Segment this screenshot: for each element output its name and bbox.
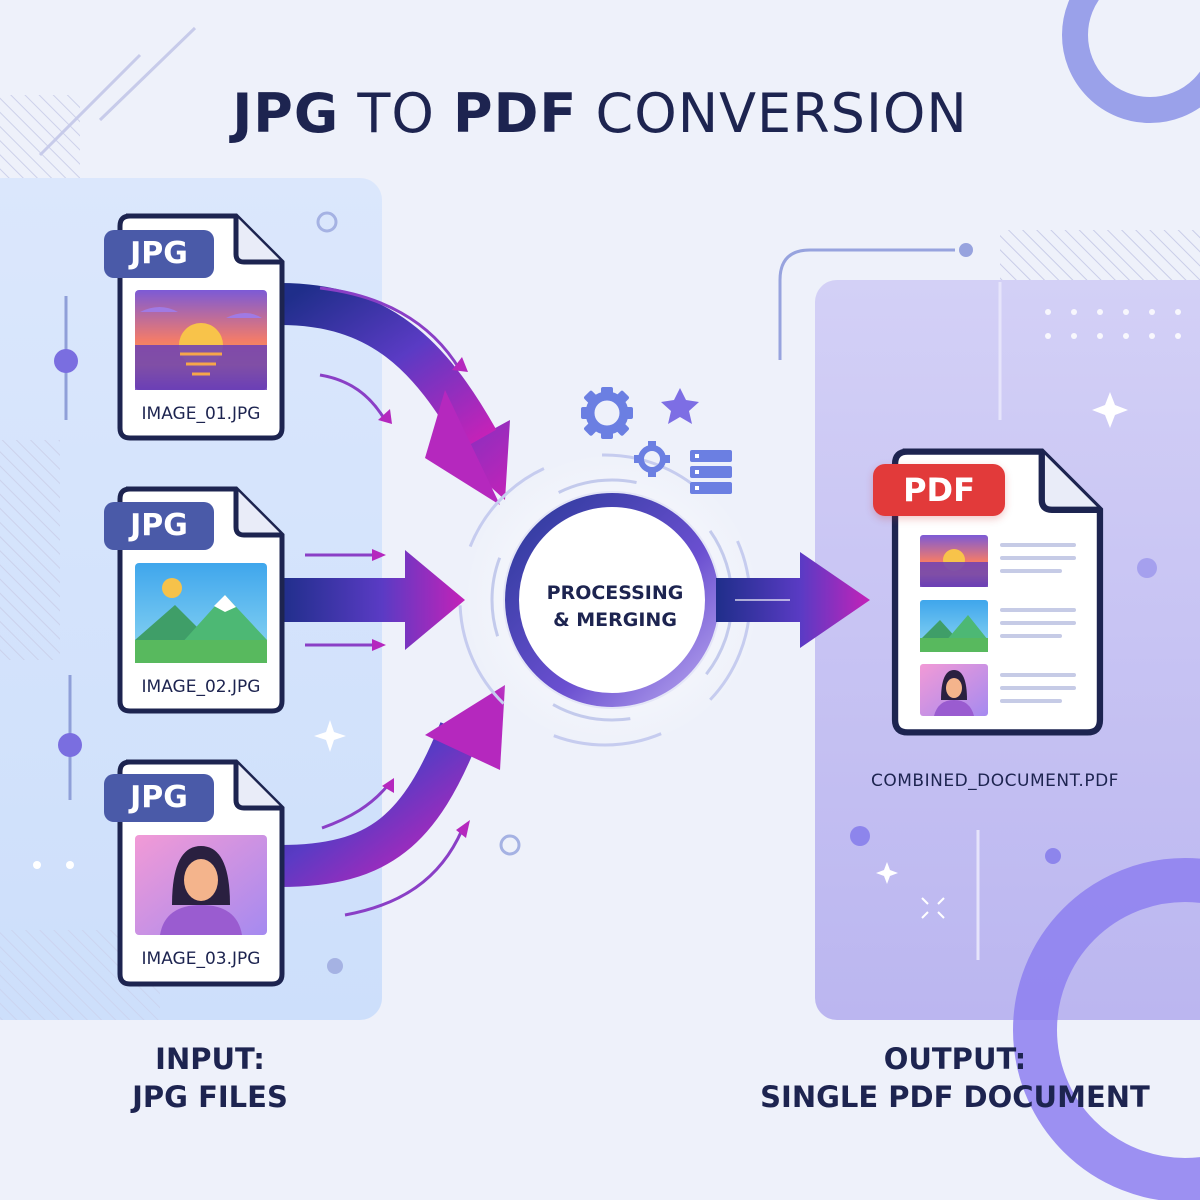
input-arrows (279, 283, 510, 917)
title-part-conversion: CONVERSION (577, 82, 968, 145)
title-part-pdf: PDF (453, 82, 578, 145)
processing-label: PROCESSING & MERGING (520, 580, 710, 634)
arrow-from-image-03 (279, 722, 480, 887)
output-document (895, 452, 1100, 733)
input-caption-line2: JPG FILES (132, 1080, 288, 1114)
sunset-image-icon (135, 290, 267, 390)
filename-02: IMAGE_02.JPG (141, 677, 261, 697)
jpg-tag-02: JPG (104, 502, 214, 550)
star-icon (661, 388, 699, 424)
pdf-text-lines (1000, 543, 1076, 703)
server-icon (690, 450, 732, 494)
input-caption-line1: INPUT: (155, 1042, 265, 1076)
pdf-page-thumbnails (920, 535, 988, 716)
jpg-tag-03: JPG (104, 774, 214, 822)
filename-03: IMAGE_03.JPG (141, 949, 261, 969)
arrow-to-pdf (716, 552, 870, 648)
output-caption-line2: SINGLE PDF DOCUMENT (760, 1080, 1150, 1114)
person-portrait-icon (135, 835, 267, 935)
output-caption: OUTPUT: SINGLE PDF DOCUMENT (730, 1040, 1180, 1116)
decor-dot (499, 834, 521, 856)
input-document-03 (120, 762, 282, 984)
processing-node (458, 450, 762, 750)
output-panel-decorations (778, 243, 1200, 1200)
processing-label-line2: & MERGING (553, 609, 677, 631)
jpg-tag-01: JPG (104, 230, 214, 278)
input-document-02 (120, 489, 282, 711)
arrow-from-image-02 (280, 550, 465, 650)
page-title: JPG TO PDF CONVERSION (0, 82, 1200, 145)
mountain-landscape-icon (135, 563, 267, 663)
pdf-tag: PDF (873, 464, 1005, 516)
filename-01: IMAGE_01.JPG (141, 404, 261, 424)
output-filename: COMBINED_DOCUMENT.PDF (871, 771, 1119, 791)
title-part-jpg: JPG (232, 82, 340, 145)
small-gear-icon (634, 441, 670, 477)
input-document-01 (120, 216, 282, 438)
processing-label-line1: PROCESSING (546, 582, 684, 604)
gear-icon (581, 387, 633, 439)
output-caption-line1: OUTPUT: (883, 1042, 1027, 1076)
input-caption: INPUT: JPG FILES (60, 1040, 360, 1116)
input-panel-decorations (0, 211, 346, 1020)
title-part-to: TO (339, 82, 454, 145)
